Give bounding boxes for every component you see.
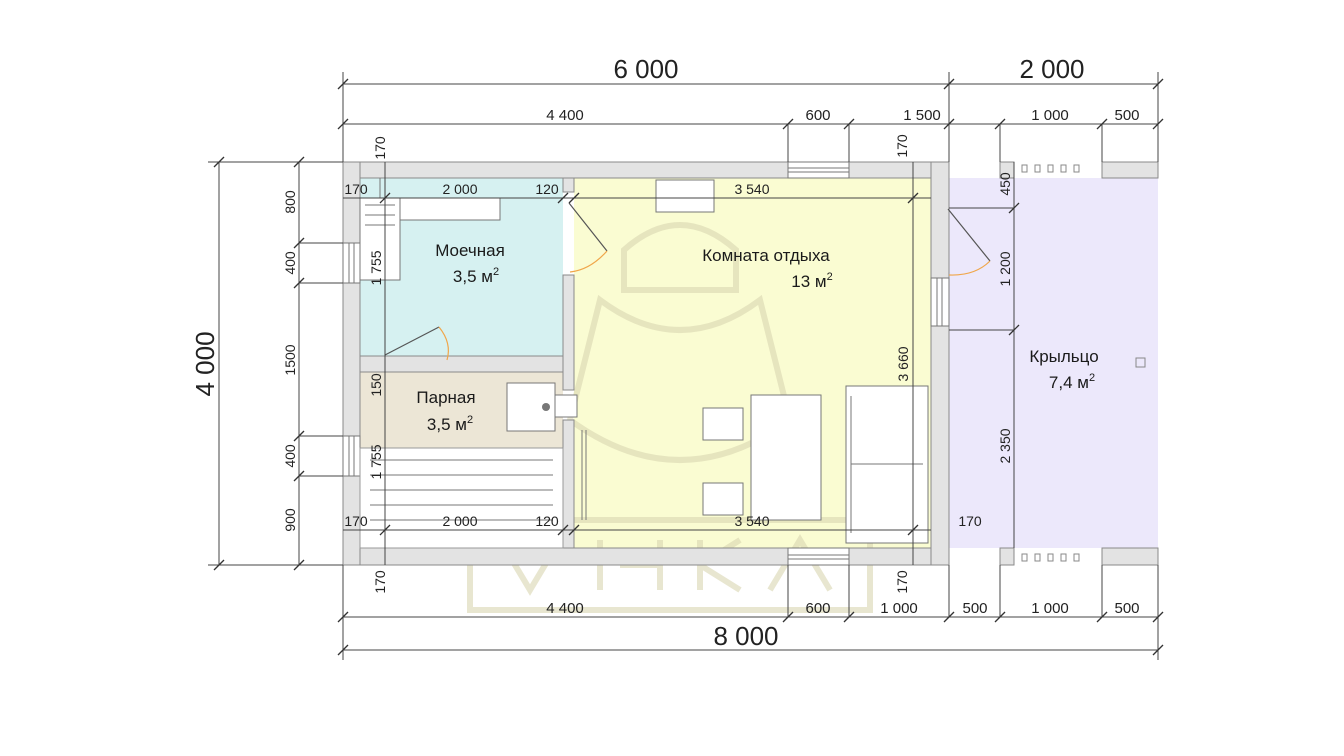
doors [384, 202, 991, 361]
dim-inner-top-2000: 2 000 [442, 181, 477, 197]
dim-left-1500: 1500 [282, 344, 298, 375]
dim-porch-1200: 1 200 [997, 251, 1013, 286]
dim-left-400-a: 400 [282, 251, 298, 275]
dim-top-1500: 1 500 [903, 107, 941, 124]
dim-inner-1755-a: 1 755 [368, 250, 384, 285]
dim-bottom-1000-a: 1 000 [880, 600, 918, 617]
dim-left-overall: 4 000 [190, 331, 220, 396]
dim-inner-bottom-120: 120 [535, 513, 559, 529]
dim-bottom-500-b: 500 [1114, 600, 1139, 617]
dim-bottom-overall: 8 000 [713, 621, 778, 651]
steam-room-name: Парная [416, 388, 475, 407]
dim-top-500: 500 [1114, 107, 1139, 124]
dim-bottom-500-a: 500 [962, 600, 987, 617]
dim-top-wall-right: 170 [894, 134, 910, 158]
dim-bottom-600: 600 [805, 600, 830, 617]
dim-top-overall-right: 2 000 [1019, 54, 1084, 84]
rest-room-area-label: 13 м2 [791, 271, 832, 291]
dim-left-900: 900 [282, 508, 298, 532]
stove [506, 382, 578, 432]
dim-left-400-b: 400 [282, 444, 298, 468]
washroom-name: Моечная [435, 241, 505, 260]
dim-inner-top-170: 170 [344, 181, 368, 197]
dimension-lines [208, 72, 1164, 660]
dim-inner-150: 150 [368, 373, 384, 397]
dim-top-overall-left: 6 000 [613, 54, 678, 84]
rest-room-furniture [581, 179, 929, 544]
washroom-area-label: 3,5 м2 [453, 266, 499, 286]
dim-bottom-wall-left: 170 [372, 570, 388, 594]
porch-name: Крыльцо [1029, 347, 1098, 366]
dim-top-wall-left: 170 [372, 136, 388, 160]
porch-area-label: 7,4 м2 [1049, 372, 1095, 392]
dim-inner-bottom-170-right: 170 [958, 513, 982, 529]
dim-inner-top-3540: 3 540 [734, 181, 769, 197]
dim-porch-2350: 2 350 [997, 428, 1013, 463]
dim-bottom-1000-b: 1 000 [1031, 600, 1069, 617]
windows [342, 161, 950, 566]
dim-bottom-4400: 4 400 [546, 600, 584, 617]
dim-porch-450: 450 [997, 172, 1013, 196]
dim-inner-bottom-3540: 3 540 [734, 513, 769, 529]
dim-top-600: 600 [805, 107, 830, 124]
dim-bottom-wall-right: 170 [894, 570, 910, 594]
dim-inner-3660: 3 660 [895, 346, 911, 381]
dim-inner-1755-b: 1 755 [368, 444, 384, 479]
dim-inner-bottom-170: 170 [344, 513, 368, 529]
steam-room-area-label: 3,5 м2 [427, 414, 473, 434]
dim-top-1000: 1 000 [1031, 107, 1069, 124]
dim-inner-top-120: 120 [535, 181, 559, 197]
dim-left-800: 800 [282, 190, 298, 214]
dim-inner-bottom-2000: 2 000 [442, 513, 477, 529]
benches [359, 178, 564, 549]
rest-room-name: Комната отдыха [702, 246, 830, 265]
dim-top-4400: 4 400 [546, 107, 584, 124]
porch-railing [1021, 164, 1146, 562]
